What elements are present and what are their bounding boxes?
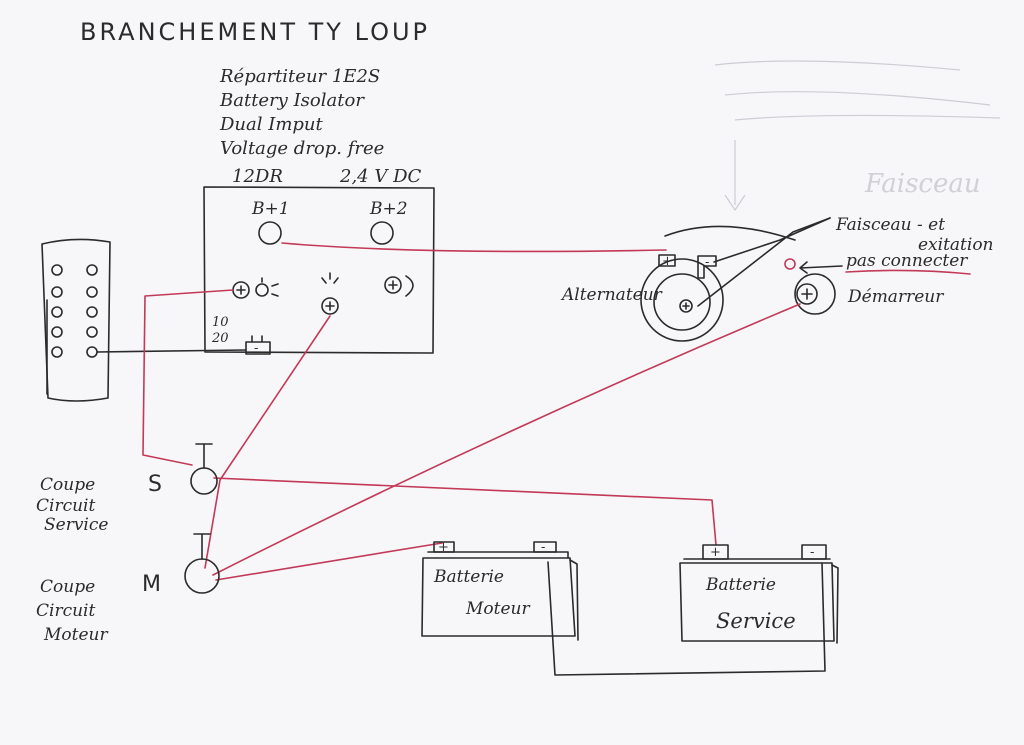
alternator-exciter-terminal: [679, 299, 693, 313]
terminal-b2: [370, 221, 394, 245]
ground-pin: [86, 346, 98, 358]
switch-moteur-label-1: Coupe: [40, 577, 95, 597]
terminal-b2-label: B+2: [369, 199, 408, 219]
page-title: BRANCHEMENT TY LOUP: [80, 18, 430, 46]
note-pas-connecter: pas connecter: [846, 251, 968, 271]
erased-sketch: Faisceau: [714, 60, 1001, 212]
switch-service-label-2: Circuit: [36, 496, 95, 516]
black-wires: [96, 349, 826, 676]
note-faisceau: Faisceau - et: [835, 215, 945, 235]
switch-service: S Coupe Circuit Service: [36, 443, 218, 535]
svg-text:-: -: [705, 255, 709, 270]
switch-service-label-1: Coupe: [40, 475, 95, 495]
lamp-terminal-3: [384, 276, 402, 294]
battery-moteur-line-2: Moteur: [465, 599, 530, 619]
terminal-b1-label: B+1: [251, 199, 290, 219]
wiring-notes: Faisceau - et exitation pas connecter: [697, 215, 994, 307]
alternator-minus-terminal: [697, 255, 717, 279]
battery-moteur: + - Batterie Moteur: [421, 540, 579, 641]
switch-moteur: M Coupe Circuit Moteur: [36, 533, 220, 645]
battery-service-line-2: Service: [716, 609, 796, 633]
starter: Démarreur: [784, 258, 944, 315]
svg-text:+: +: [662, 254, 673, 269]
battery-service-minus-terminal: [801, 544, 827, 560]
isolator-spec: Répartiteur 1E2S Battery Isolator Dual I…: [219, 66, 422, 187]
svg-text:+: +: [438, 540, 449, 555]
battery-service-plus-terminal: [702, 544, 729, 560]
note-exitation: exitation: [918, 235, 994, 255]
svg-text:-: -: [541, 540, 545, 555]
lamp-terminal-2: [321, 297, 339, 315]
terminal-b1: [258, 221, 282, 245]
isolator-model: 12DR: [232, 166, 283, 187]
svg-text:+: +: [710, 545, 721, 560]
connector-block: [41, 238, 111, 402]
spec-line-3: Dual Imput: [219, 114, 324, 135]
switch-service-letter: S: [148, 472, 162, 497]
ground-terminal-minus: -: [254, 341, 258, 356]
battery-service-line-1: Batterie: [705, 575, 776, 595]
spec-line-2: Battery Isolator: [219, 90, 365, 111]
svg-text:-: -: [810, 545, 814, 560]
switch-moteur-label-3: Moteur: [43, 625, 108, 645]
faint-faisceau-text: Faisceau: [864, 169, 981, 199]
battery-moteur-plus-terminal: [433, 541, 455, 553]
rating-20: 20: [211, 331, 229, 346]
switch-service-label-3: Service: [44, 515, 108, 535]
spec-line-1: Répartiteur 1E2S: [219, 66, 380, 87]
battery-moteur-line-1: Batterie: [433, 567, 504, 587]
isolator-voltage: 2,4 V DC: [339, 166, 422, 187]
alternator-label: Alternateur: [560, 285, 663, 305]
rating-10: 10: [212, 315, 229, 330]
switch-moteur-label-2: Circuit: [36, 601, 95, 621]
positive-wires: [142, 242, 801, 581]
alternator: + - Alternateur: [560, 225, 796, 342]
battery-moteur-minus-terminal: [533, 541, 557, 553]
spec-line-4: Voltage drop. free: [220, 138, 384, 159]
switch-moteur-letter: M: [142, 572, 161, 597]
battery-isolator: B+1 B+2 10 20 -: [203, 186, 435, 356]
starter-signal-terminal: [784, 258, 796, 270]
battery-service: + - Batterie Service: [679, 544, 839, 644]
starter-label: Démarreur: [847, 287, 944, 307]
alternator-plus-terminal: [658, 254, 676, 267]
